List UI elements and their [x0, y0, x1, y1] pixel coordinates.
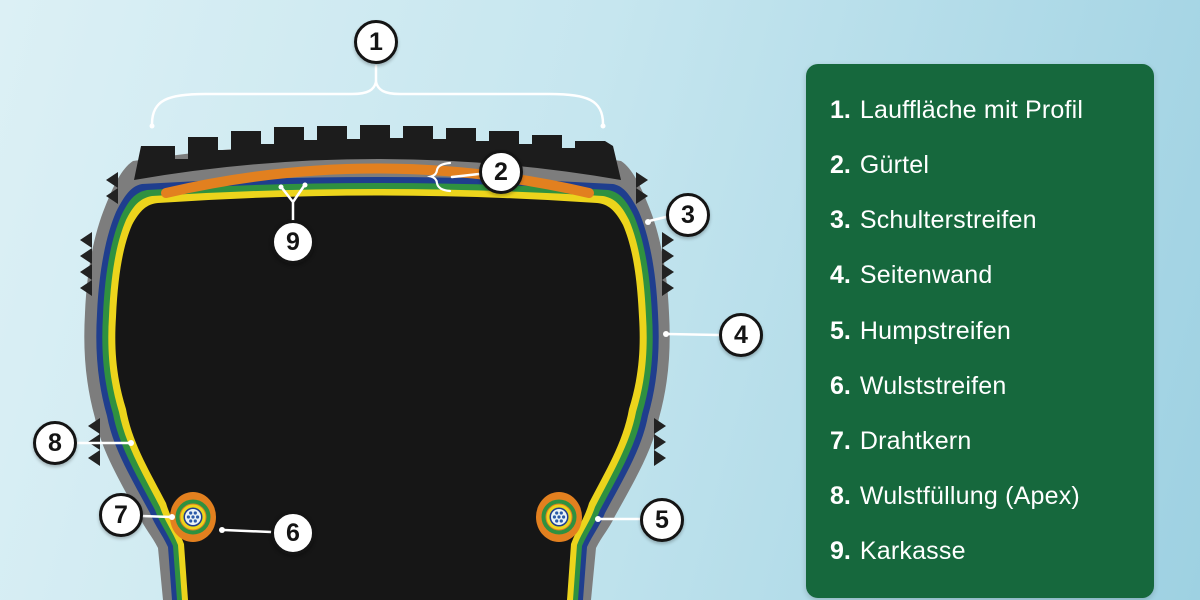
shoulder-edge-serration-left [106, 172, 118, 204]
legend-item-label: Lauffläche mit Profil [859, 96, 1084, 124]
callout-line-7 [140, 514, 173, 519]
bead-wire-dots [552, 511, 566, 523]
legend-item-number: 2. [830, 151, 851, 180]
legend-item: 7. Drahtkern [830, 427, 1130, 456]
callout-dot-1a [149, 123, 155, 129]
shoulder-serration-left [80, 232, 92, 296]
callout-lines [74, 64, 721, 534]
legend-item-number: 9. [830, 537, 851, 565]
bead-wrap-green [541, 499, 577, 535]
callout-dot-1b [600, 123, 606, 129]
legend-item: 6. Wulststreifen [830, 372, 1130, 401]
callout-dot-7 [169, 514, 175, 520]
callout-dot-9b [302, 182, 308, 188]
callout-dot-5 [595, 516, 601, 522]
legend-item-label: Gürtel [859, 151, 930, 180]
legend-item-number: 7. [830, 426, 851, 455]
tread-blocks [134, 125, 621, 180]
callout-badge-2: 2 [479, 150, 523, 194]
legend-item: 5. Humpstreifen [830, 317, 1130, 346]
callout-end-dots [128, 123, 669, 533]
callout-badge-8: 8 [33, 421, 77, 465]
callout-bracket-1 [150, 81, 605, 126]
bead-wrap-green [175, 499, 211, 535]
legend-item-number: 1. [830, 96, 851, 124]
belt-layer [161, 163, 594, 198]
legend-item-label: Seitenwand [859, 261, 993, 290]
callout-fork-9 [280, 184, 306, 223]
callout-badge-1: 1 [354, 20, 398, 64]
callout-line-4 [665, 332, 721, 337]
callout-dot-4 [663, 331, 669, 337]
legend-item-label: Schulterstreifen [859, 206, 1037, 235]
legend-item-number: 8. [830, 481, 851, 510]
tire-cross-section-diagram [74, 64, 721, 600]
callout-badge-5: 5 [640, 498, 684, 542]
legend-item: 2. Gürtel [830, 151, 1130, 180]
legend-item: 8. Wulstfüllung (Apex) [830, 482, 1130, 511]
hump-serration-right [654, 418, 666, 466]
legend-panel: 1. Lauffläche mit Profil 2. Gürtel 3. Sc… [806, 64, 1154, 598]
legend-item-label: Drahtkern [859, 426, 972, 455]
legend-item-number: 3. [830, 206, 851, 235]
legend-item-label: Wulststreifen [859, 371, 1007, 400]
callout-dot-6 [219, 527, 225, 533]
shoulder-serration-right [662, 232, 674, 296]
callout-dot-8 [128, 440, 134, 446]
bead-wire-dots [186, 511, 200, 523]
bead-left [170, 492, 216, 542]
callout-dot-9a [278, 184, 284, 190]
callout-badge-7: 7 [99, 493, 143, 537]
callout-dot-3 [645, 219, 651, 225]
callout-badge-6: 6 [271, 511, 315, 555]
callout-line-6 [222, 528, 273, 534]
legend-item: 1. Lauffläche mit Profil [830, 96, 1130, 125]
callout-brace-2 [426, 161, 452, 193]
legend-item: 9. Karkasse [830, 537, 1130, 566]
callout-badge-4: 4 [719, 313, 763, 357]
callout-line-2 [450, 172, 481, 179]
callout-line-3 [647, 215, 668, 223]
legend-item-number: 5. [830, 316, 851, 345]
legend-item-label: Wulstfüllung (Apex) [859, 481, 1080, 510]
shoulder-edge-serration-right [636, 172, 648, 204]
legend-item: 4. Seitenwand [830, 261, 1130, 290]
legend-list: 1. Lauffläche mit Profil 2. Gürtel 3. Sc… [830, 96, 1130, 566]
callout-badge-9: 9 [271, 220, 315, 264]
legend-item-label: Karkasse [859, 537, 966, 565]
legend-item-label: Humpstreifen [859, 316, 1011, 345]
bead-right [536, 492, 582, 542]
legend-item-number: 6. [830, 371, 851, 400]
legend-item-number: 4. [830, 261, 851, 290]
callout-badge-3: 3 [666, 193, 710, 237]
tire-interior [115, 195, 640, 600]
legend-item: 3. Schulterstreifen [830, 206, 1130, 235]
